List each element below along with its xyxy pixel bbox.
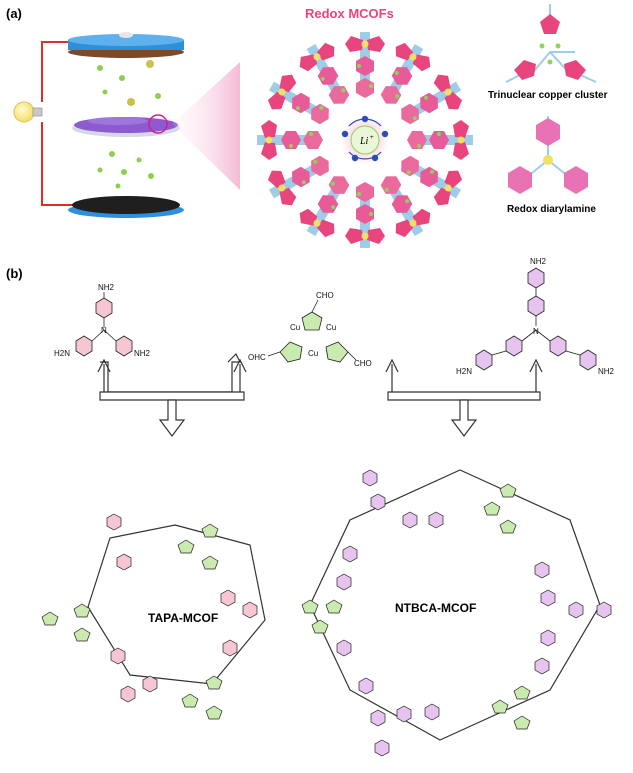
legend-diarylamine: Redox diarylamine (507, 116, 596, 215)
ion-particles (97, 60, 161, 189)
legend-copper-cluster: Trinuclear copper cluster (488, 4, 608, 101)
tapa-nh2-left: H2N (54, 349, 70, 358)
ntbca-nh2-right: NH2 (598, 367, 615, 376)
tapa-mcof-framework: TAPA-MCOF (41, 513, 266, 720)
ntbca-nh2-left: H2N (456, 367, 472, 376)
zoom-circle (148, 114, 168, 134)
tapa-nh2-top: NH2 (98, 283, 115, 292)
ntbca-monomer: N NH2 H2N NH2 (456, 257, 615, 376)
lithium-ion-label: Li (359, 136, 369, 147)
copper-cluster-monomer: CHO OHC CHO Cu Cu Cu (248, 291, 372, 368)
panel-b-label: (b) (6, 266, 23, 281)
lithium-ion-charge: + (370, 135, 374, 141)
mcof-layer (72, 114, 180, 137)
tapa-nh2-right: NH2 (134, 349, 151, 358)
ntbca-mcof-framework: NTBCA-MCOF (301, 469, 612, 757)
tapa-monomer: N NH2 H2N NH2 (54, 283, 151, 358)
cu-atom-1: Cu (290, 323, 300, 332)
ntbca-mcof-label: NTBCA-MCOF (395, 601, 476, 615)
redox-mcofs-title: Redox MCOFs (305, 6, 394, 21)
legend-copper-cluster-label: Trinuclear copper cluster (488, 90, 608, 101)
circuit-wire (41, 41, 78, 206)
cu-atom-2: Cu (326, 323, 336, 332)
bottom-electrode (68, 196, 184, 218)
cu-atom-3: Cu (308, 349, 318, 358)
cho-top: CHO (316, 291, 334, 300)
lightbulb-icon (13, 101, 43, 123)
zoom-beam (172, 62, 240, 190)
top-electrode (68, 32, 184, 58)
tapa-mcof-label: TAPA-MCOF (148, 611, 218, 625)
tapa-center-n: N (101, 326, 107, 335)
cho-right: CHO (354, 359, 372, 368)
mcof-pore-structure: Li + (257, 32, 473, 248)
ntbca-nh2-top: NH2 (530, 257, 547, 266)
cho-left: OHC (248, 353, 266, 362)
battery-illustration (13, 32, 184, 218)
reaction-arrows (97, 352, 543, 437)
legend-diarylamine-label: Redox diarylamine (507, 204, 596, 215)
ntbca-center-n: N (533, 327, 539, 336)
panel-a-label: (a) (6, 6, 22, 21)
